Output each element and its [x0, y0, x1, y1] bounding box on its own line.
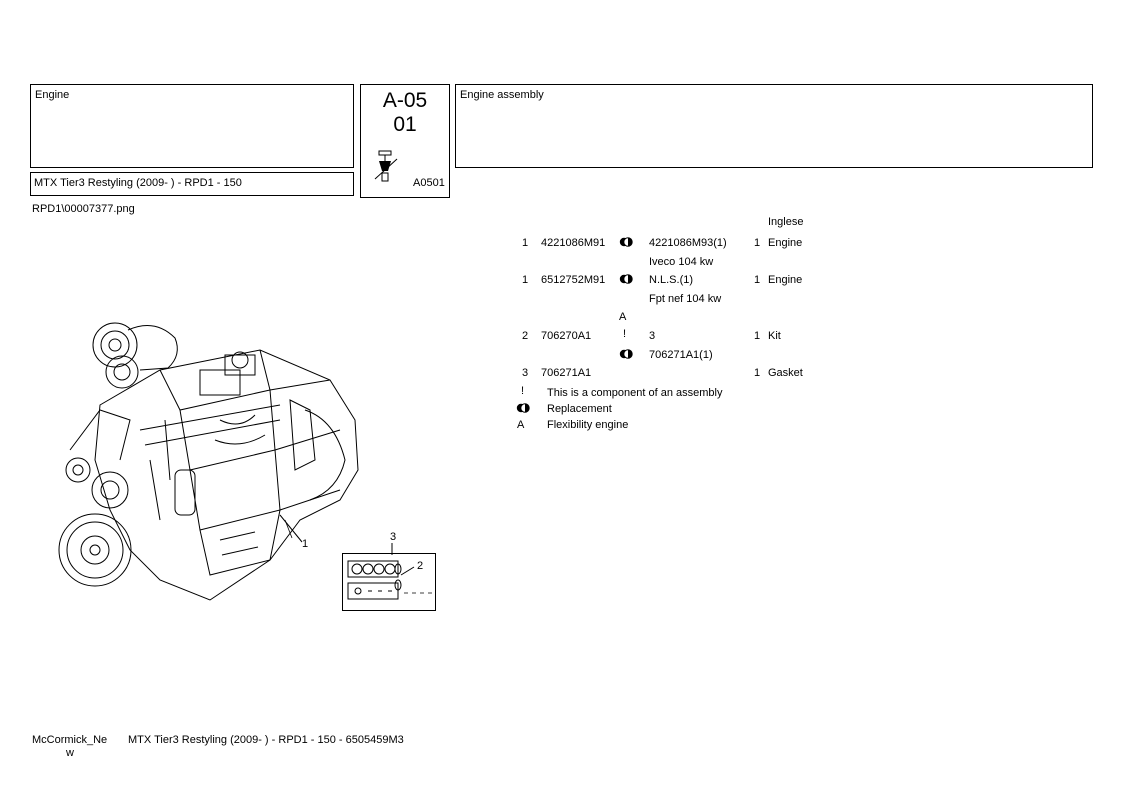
code-box: A-05 01 A0501	[360, 84, 450, 198]
replacement-icon	[619, 237, 633, 247]
part-number: 6512752M91	[541, 274, 606, 286]
substitute-part: 4221086M93(1)	[649, 237, 727, 249]
engine-illustration	[58, 322, 359, 601]
legend-text: Replacement	[547, 403, 612, 415]
callout-3-leader	[391, 543, 393, 555]
part-qty: 1	[754, 237, 761, 249]
replacement-icon	[619, 349, 633, 359]
group-box: Engine	[30, 84, 354, 168]
part-description: Engine	[768, 274, 803, 286]
part-note: Fpt nef 104 kw	[649, 293, 722, 305]
gasket-illustration	[347, 560, 432, 600]
replacement-icon	[516, 403, 530, 413]
part-qty: 1	[754, 367, 761, 379]
callout-1: 1	[302, 538, 309, 550]
legend-text: Flexibility engine	[547, 419, 629, 431]
model-box: MTX Tier3 Restyling (2009- ) - RPD1 - 15…	[30, 172, 354, 196]
part-number: 706270A1	[541, 330, 592, 342]
footer-document: MTX Tier3 Restyling (2009- ) - RPD1 - 15…	[128, 734, 404, 746]
part-note: Iveco 104 kw	[649, 256, 714, 268]
replacement-icon	[619, 274, 633, 284]
group-title: Engine	[35, 89, 70, 101]
part-number: 4221086M91	[541, 237, 606, 249]
part-qty: 1	[754, 274, 761, 286]
part-description: Gasket	[768, 367, 803, 379]
part-ref: 3	[522, 367, 529, 379]
part-description: Engine	[768, 237, 803, 249]
language-label: Inglese	[768, 216, 804, 228]
legend-symbol: !	[521, 385, 525, 397]
footer-brand-cont: w	[66, 747, 74, 759]
flag-marker: A	[619, 311, 627, 323]
part-ref: 2	[522, 330, 529, 342]
description-title: Engine assembly	[460, 89, 544, 101]
callout-3: 3	[390, 531, 397, 543]
code-line1: A-05	[382, 89, 428, 112]
part-qty: 1	[754, 330, 761, 342]
part-ref: 1	[522, 237, 529, 249]
substitute-part: 3	[649, 330, 656, 342]
plug-icon	[374, 150, 398, 182]
part-number: 706271A1	[541, 367, 592, 379]
legend-symbol: A	[517, 419, 525, 431]
code-small: A0501	[413, 177, 445, 189]
description-box: Engine assembly	[455, 84, 1093, 168]
substitute-part: 706271A1(1)	[649, 349, 713, 361]
code-line2: 01	[393, 113, 417, 136]
model-title: MTX Tier3 Restyling (2009- ) - RPD1 - 15…	[34, 177, 242, 189]
part-ref: 1	[522, 274, 529, 286]
gasket-inset	[342, 553, 436, 611]
footer-brand: McCormick_Ne	[32, 734, 108, 746]
component-marker: !	[623, 328, 627, 340]
callout-2: 2	[417, 560, 424, 572]
legend-text: This is a component of an assembly	[547, 387, 723, 399]
substitute-part: N.L.S.(1)	[649, 274, 694, 286]
image-filename: RPD1\00007377.png	[32, 203, 135, 215]
part-description: Kit	[768, 330, 781, 342]
